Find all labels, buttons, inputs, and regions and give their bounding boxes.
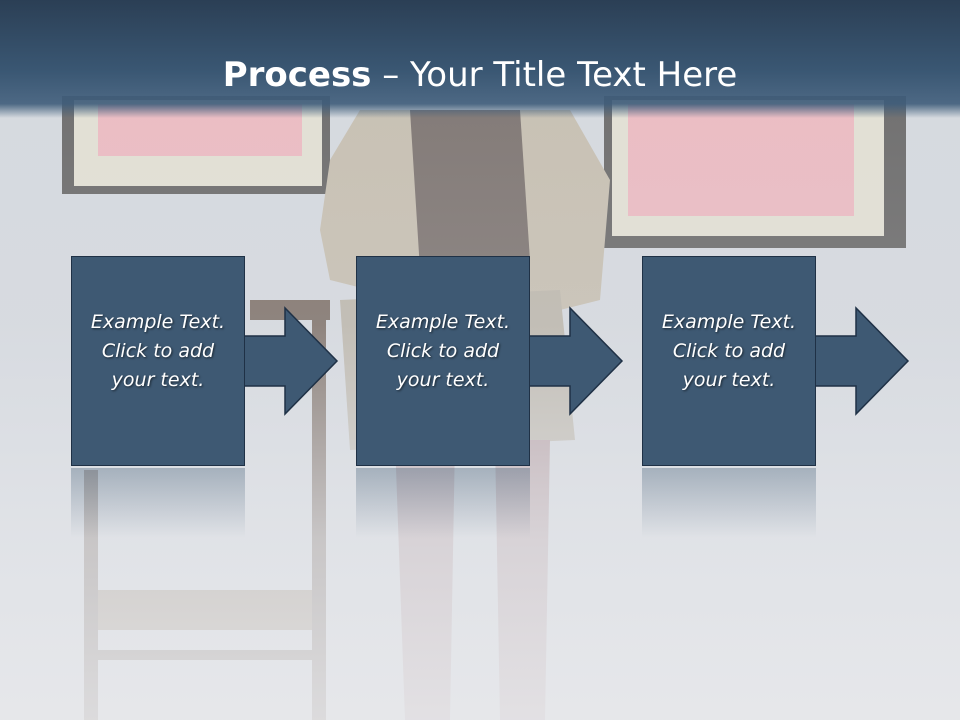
title-bold-part: Process (222, 55, 372, 95)
step-text-line: Example Text. (375, 311, 511, 333)
step-reflection-1 (71, 468, 245, 538)
step-arrow-3 (813, 306, 910, 416)
slide-title[interactable]: Process – Your Title Text Here (223, 54, 738, 96)
step-reflection-2 (356, 468, 530, 538)
step-text-2[interactable]: Example Text. Click to add your text. (356, 308, 530, 395)
step-box-2 (356, 256, 530, 466)
title-bar: Process – Your Title Text Here (0, 0, 960, 118)
step-text-line: Example Text. (90, 311, 226, 333)
step-text-line: your text. (111, 369, 205, 391)
step-text-line: your text. (682, 369, 776, 391)
step-text-3[interactable]: Example Text. Click to add your text. (642, 308, 816, 395)
step-text-line: Click to add (672, 340, 786, 362)
step-box-3 (642, 256, 816, 466)
step-box-1 (71, 256, 245, 466)
process-step-2[interactable]: Example Text. Click to add your text. (356, 256, 624, 466)
process-step-1[interactable]: Example Text. Click to add your text. (71, 256, 339, 466)
title-rest-part: – Your Title Text Here (371, 55, 738, 95)
step-text-line: Click to add (101, 340, 215, 362)
step-text-line: Example Text. (661, 311, 797, 333)
step-arrow-2 (527, 306, 624, 416)
process-step-3[interactable]: Example Text. Click to add your text. (642, 256, 910, 466)
step-reflection-3 (642, 468, 816, 538)
step-text-line: Click to add (386, 340, 500, 362)
step-text-1[interactable]: Example Text. Click to add your text. (71, 308, 245, 395)
step-arrow-1 (242, 306, 339, 416)
step-text-line: your text. (396, 369, 490, 391)
